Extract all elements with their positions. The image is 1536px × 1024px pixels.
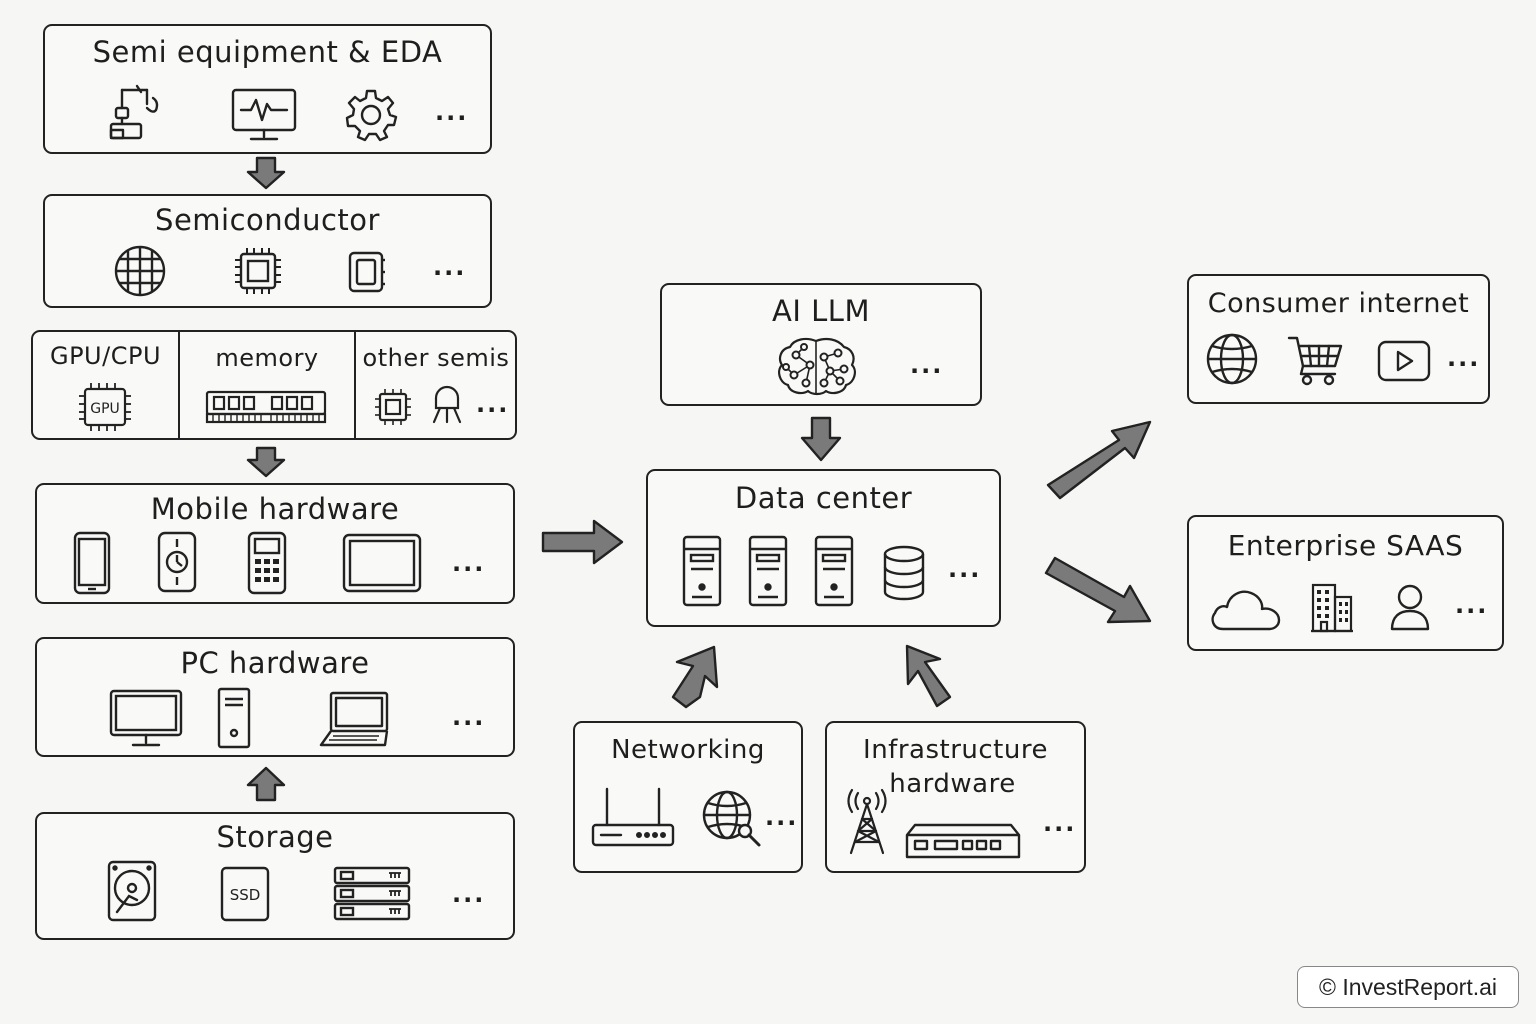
more-indicator: ... xyxy=(948,555,982,583)
more-indicator: ... xyxy=(435,98,469,126)
semis-breakdown-box: GPU/CPU GPU memory xyxy=(31,330,517,440)
more-indicator: ... xyxy=(452,703,486,731)
more-indicator: ... xyxy=(452,549,486,577)
server-icon xyxy=(682,535,722,607)
pc-hardware-box: PC hardware ... xyxy=(35,637,515,757)
consumer-internet-box: Consumer internet ... xyxy=(1187,274,1490,404)
desktop-monitor-icon xyxy=(109,689,183,749)
arrow-networking-to-datacenter xyxy=(671,645,719,709)
enterprise-saas-box: Enterprise SAAS ... xyxy=(1187,515,1504,651)
more-indicator: ... xyxy=(433,253,467,281)
storage-box: Storage SSD ... xyxy=(35,812,515,940)
semi-equipment-box: Semi equipment & EDA ... xyxy=(43,24,492,154)
arrow-llm-to-datacenter xyxy=(800,416,842,462)
box-title: Data center xyxy=(734,481,913,515)
smartphone-icon xyxy=(73,531,111,595)
keypad-phone-icon xyxy=(247,531,287,595)
more-indicator: ... xyxy=(1447,344,1481,372)
semiconductor-box: Semiconductor ... xyxy=(43,194,492,308)
cell-title: GPU/CPU xyxy=(49,342,162,370)
data-center-box: Data center xyxy=(646,469,1001,627)
globe-icon xyxy=(1205,332,1259,386)
transistor-icon xyxy=(430,385,464,426)
more-indicator: ... xyxy=(1455,591,1489,619)
server-icon xyxy=(748,535,788,607)
arrow-semis-to-mobile xyxy=(246,446,286,478)
arrow-infrastructure-to-datacenter xyxy=(905,644,952,708)
networking-box: Networking ... xyxy=(573,721,803,873)
arrow-hardware-to-datacenter xyxy=(541,519,624,565)
wafer-icon xyxy=(113,244,167,298)
ssd-icon: SSD xyxy=(220,866,270,922)
gear-icon xyxy=(345,88,398,142)
hard-drive-icon xyxy=(107,860,157,922)
arrow-datacenter-to-consumer xyxy=(1046,420,1152,500)
cell-title: other semis xyxy=(362,344,510,372)
box-title: Semiconductor xyxy=(155,203,380,237)
credit-text: © InvestReport.ai xyxy=(1318,973,1498,1000)
arrow-datacenter-to-enterprise xyxy=(1044,556,1152,624)
monitor-waveform-icon xyxy=(231,88,297,142)
arrow-equipment-to-semiconductor xyxy=(246,156,286,190)
more-indicator: ... xyxy=(452,880,486,908)
infrastructure-hardware-box: Infrastructure hardware ... xyxy=(825,721,1086,873)
more-indicator: ... xyxy=(476,390,510,418)
microcontroller-icon xyxy=(374,388,412,426)
gpu-cpu-cell: GPU/CPU GPU xyxy=(33,332,178,438)
play-button-icon xyxy=(1377,340,1431,382)
chip-icon xyxy=(233,246,283,296)
box-title-line2: hardware xyxy=(889,769,1016,799)
box-title: AI LLM xyxy=(772,294,870,328)
cell-tower-icon xyxy=(845,788,889,855)
ai-llm-box: AI LLM ... xyxy=(660,283,982,406)
credit-badge: © InvestReport.ai xyxy=(1297,966,1519,1008)
ssd-label: SSD xyxy=(230,886,261,904)
globe-search-icon xyxy=(701,789,763,847)
database-icon xyxy=(882,545,926,601)
smartwatch-icon xyxy=(157,529,197,595)
box-title: Networking xyxy=(611,735,765,765)
box-title: PC hardware xyxy=(180,646,370,680)
tablet-icon xyxy=(342,533,422,593)
more-indicator: ... xyxy=(1043,809,1077,837)
server-rack-icon xyxy=(333,866,411,922)
more-indicator: ... xyxy=(910,351,944,379)
box-title: Storage xyxy=(216,820,334,854)
shopping-cart-icon xyxy=(1287,334,1345,386)
robot-arm-icon xyxy=(107,84,169,140)
pc-tower-icon xyxy=(217,687,251,749)
server-icon xyxy=(814,535,854,607)
other-semis-cell: other semis ... xyxy=(356,332,516,438)
ram-module-icon xyxy=(205,390,327,426)
cloud-icon xyxy=(1209,587,1281,631)
gpu-chip-label: GPU xyxy=(90,401,120,417)
cell-title: memory xyxy=(215,344,319,372)
small-chip-icon xyxy=(347,250,387,294)
mobile-hardware-box: Mobile hardware xyxy=(35,483,515,604)
box-title: Semi equipment & EDA xyxy=(92,35,443,69)
more-indicator: ... xyxy=(765,803,799,831)
router-icon xyxy=(591,785,675,851)
box-title: Consumer internet xyxy=(1207,288,1470,319)
gpu-chip-icon: GPU xyxy=(77,382,133,432)
box-title: Enterprise SAAS xyxy=(1227,529,1464,562)
network-switch-icon xyxy=(905,823,1021,861)
memory-cell: memory xyxy=(180,332,354,438)
arrow-storage-to-pc xyxy=(246,766,286,802)
office-building-icon xyxy=(1309,579,1355,633)
box-title: Mobile hardware xyxy=(150,492,400,526)
divider xyxy=(354,332,356,438)
neural-brain-icon xyxy=(776,337,858,397)
laptop-icon xyxy=(319,691,395,749)
user-icon xyxy=(1389,583,1431,631)
box-title: Infrastructure xyxy=(863,735,1048,765)
divider xyxy=(178,332,180,438)
